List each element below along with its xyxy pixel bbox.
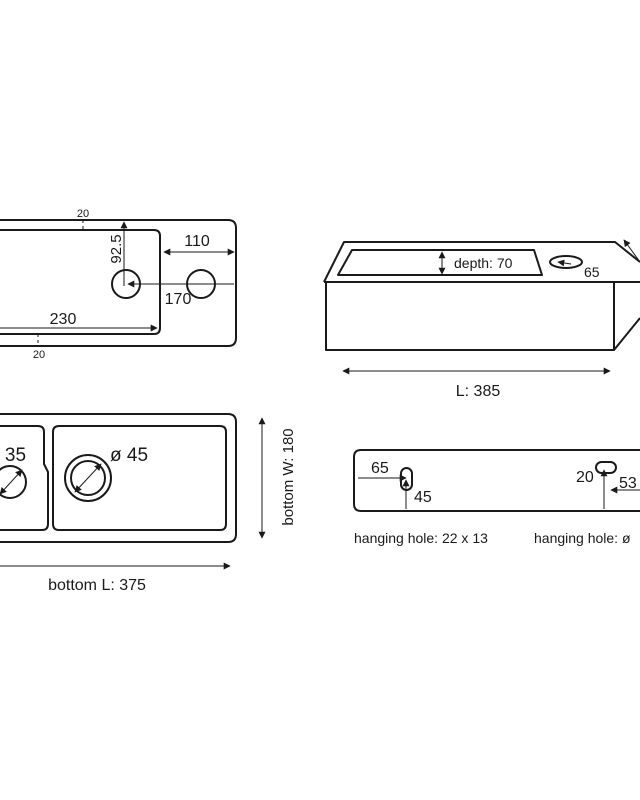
large-drain-label: ø 45	[110, 445, 148, 466]
basin-bowl	[337, 249, 543, 276]
large-drain-inner	[70, 460, 106, 496]
width-dim-line	[623, 239, 640, 263]
dim-label-65: 65	[371, 460, 389, 477]
top-view: 20 92.5 110 170 230 20	[0, 208, 237, 361]
top-view-basin	[0, 229, 161, 335]
bottom-view: ø 35 ø 45 bottom W: 180 bottom L: 375	[0, 413, 297, 594]
depth-label: depth: 70	[454, 255, 513, 271]
dim-label-20-top: 20	[77, 208, 89, 220]
dim-label-53: 53	[619, 475, 637, 492]
small-drain-dim-line	[0, 469, 23, 495]
drain-label: 65	[584, 264, 600, 280]
small-drain-hole	[0, 465, 27, 499]
perspective-view: depth: 70 65 L: 385	[323, 239, 640, 400]
hanging-hole-left-label: hanging hole: 22 x 13	[354, 530, 488, 546]
dim-label-45: 45	[414, 489, 432, 506]
basin-front-face	[325, 281, 615, 351]
back-view-outline	[353, 449, 640, 512]
basin-side-edge	[613, 317, 640, 351]
dim-label-170: 170	[165, 291, 192, 308]
large-drain-outer	[64, 454, 112, 502]
drain-hole	[549, 255, 583, 269]
large-drain-dim-line	[74, 463, 102, 493]
bottom-large-chamber	[52, 425, 227, 531]
length-label: L: 385	[456, 383, 501, 400]
bottom-small-chamber	[0, 425, 49, 531]
dim-label-92-5: 92.5	[108, 234, 125, 263]
drain-dim-line	[557, 259, 572, 267]
dim-label-230: 230	[50, 311, 77, 328]
dim-label-110: 110	[184, 233, 210, 250]
small-drain-label: ø 35	[0, 445, 26, 466]
hanging-hole-right-label: hanging hole: ø	[534, 530, 631, 546]
dim-label-20: 20	[576, 469, 594, 486]
hanging-hole-round	[595, 461, 617, 474]
dim-label-20-bottom: 20	[33, 349, 45, 361]
bottom-view-outline	[0, 413, 237, 543]
basin-top-face	[323, 241, 640, 283]
bottom-length-label: bottom L: 375	[48, 577, 146, 594]
bottom-width-label: bottom W: 180	[280, 428, 297, 525]
back-view: 65 45 53 20 hanging hole: 22 x 13 hangin…	[353, 449, 640, 546]
top-view-outline	[0, 219, 237, 347]
